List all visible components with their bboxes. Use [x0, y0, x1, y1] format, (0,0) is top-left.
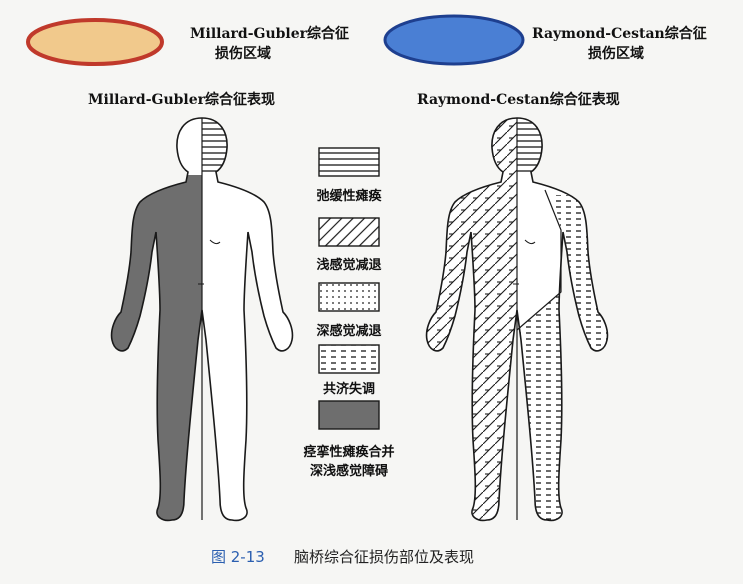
legend-label-ataxia: 共济失调 [323, 381, 375, 397]
legend-label-deep-sensation: 深感觉减退 [316, 323, 381, 339]
legend-label-spastic-paralysis-line2: 深浅感觉障碍 [310, 463, 388, 479]
legend-label-flaccid-paralysis: 弛缓性瘫痪 [316, 188, 382, 204]
raymond-cestan-lesion-label-line1: Raymond-Cestan综合征 [532, 25, 707, 42]
legend-box-spastic-paralysis [318, 400, 380, 430]
raymond-cestan-lesion-ellipse [383, 14, 525, 66]
millard-gubler-lesion-label-line2: 损伤区域 [215, 45, 271, 62]
legend-label-superficial-sensation: 浅感觉减退 [316, 257, 381, 273]
millard-gubler-lesion-label-line1: Millard-Gubler综合征 [190, 25, 349, 42]
pattern-legend: 弛缓性瘫痪 浅感觉减退 深感觉减退 共济失调 痉挛性瘫痪合并 深浅感觉障碍 [303, 147, 395, 479]
figure-caption: 脑桥综合征损伤部位及表现 [294, 548, 474, 566]
right-figure-title: Raymond-Cestan综合征表现 [417, 91, 620, 108]
millard-gubler-lesion-ellipse [26, 18, 164, 66]
millard-gubler-body-figure [110, 117, 294, 522]
raymond-cestan-body-figure [425, 117, 609, 522]
legend-label-spastic-paralysis-line1: 痉挛性瘫痪合并 [303, 444, 394, 460]
figure-number: 图 2-13 [211, 548, 265, 566]
raymond-cestan-lesion-label-line2: 损伤区域 [588, 45, 644, 62]
left-figure-title: Millard-Gubler综合征表现 [88, 91, 275, 108]
